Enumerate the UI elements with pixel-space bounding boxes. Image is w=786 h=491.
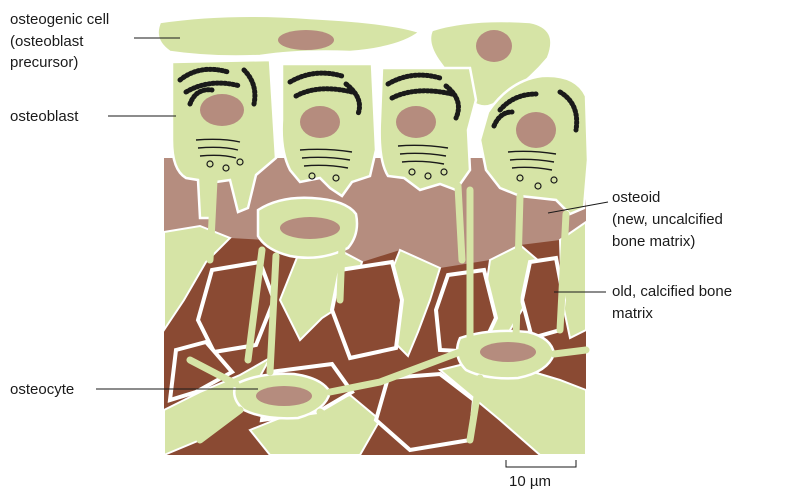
old-bone-label-line-1: old, calcified bone: [612, 283, 732, 300]
osteogenic-cell-1-nucleus: [278, 30, 334, 50]
osteoblast-2: [282, 64, 376, 196]
osteogenic-cell-2-nucleus: [476, 30, 512, 62]
scale-bar-label: 10 µm: [509, 473, 551, 490]
osteoid-label-line-3: bone matrix): [612, 233, 695, 250]
osteoblast-3: [380, 68, 476, 190]
osteocyte-label: osteocyte: [10, 381, 74, 398]
osteoblast-label: osteoblast: [10, 108, 79, 125]
osteoid-label-line-1: osteoid: [612, 189, 660, 206]
osteocyte-mid-nucleus: [480, 342, 536, 362]
scale-bar: [506, 460, 576, 467]
osteogenic-label-line-1: osteogenic cell: [10, 11, 109, 28]
osteogenic-label-line-3: precursor): [10, 54, 78, 71]
osteogenic-label: osteogenic cell (osteoblast precursor): [10, 11, 113, 71]
osteogenic-label-line-2: (osteoblast: [10, 33, 84, 50]
osteoid-label-line-2: (new, uncalcified: [612, 211, 723, 228]
old-bone-label: old, calcified bone matrix: [612, 283, 736, 322]
old-bone-label-line-2: matrix: [612, 305, 653, 322]
osteoid-label: osteoid (new, uncalcified bone matrix): [612, 189, 727, 250]
osteocyte-upper-nucleus: [280, 217, 340, 239]
osteocyte-lower-nucleus: [256, 386, 312, 406]
